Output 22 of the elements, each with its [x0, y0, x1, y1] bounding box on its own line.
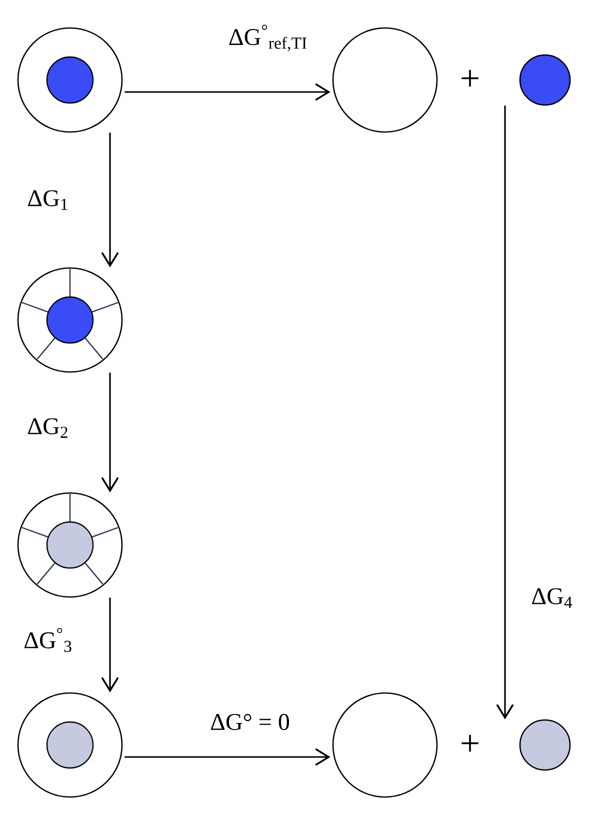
- harpoon-arrow: [124, 748, 330, 766]
- complex-drawing: [17, 27, 123, 133]
- edge-label: ΔG$_{4}$: [532, 588, 572, 608]
- edge-label: ΔG$_{2}$: [28, 418, 68, 438]
- harpoon-arrow: [124, 83, 330, 101]
- harpoon-arrow: [101, 372, 119, 492]
- guest-disc: [519, 719, 571, 771]
- edge-label: ΔG$^{°}$3: [24, 628, 72, 652]
- edge-label: ΔG$_{1}$: [28, 190, 68, 210]
- edge-label: ΔG$^{°}$ref,TI: [229, 24, 306, 52]
- harpoon-arrow: [101, 132, 119, 268]
- restrained-complex-drawing: [17, 267, 123, 373]
- host-circle: [332, 27, 438, 133]
- harpoon-arrow: [101, 598, 119, 692]
- restrained-complex-drawing: [17, 492, 123, 598]
- plus-sign: +: [462, 70, 478, 87]
- plus-sign: +: [462, 734, 478, 752]
- complex-drawing: [17, 692, 123, 798]
- edge-label: ΔG° = 0: [210, 714, 290, 730]
- host-circle: [332, 692, 438, 798]
- guest-disc: [519, 54, 571, 106]
- harpoon-arrow: [496, 106, 514, 720]
